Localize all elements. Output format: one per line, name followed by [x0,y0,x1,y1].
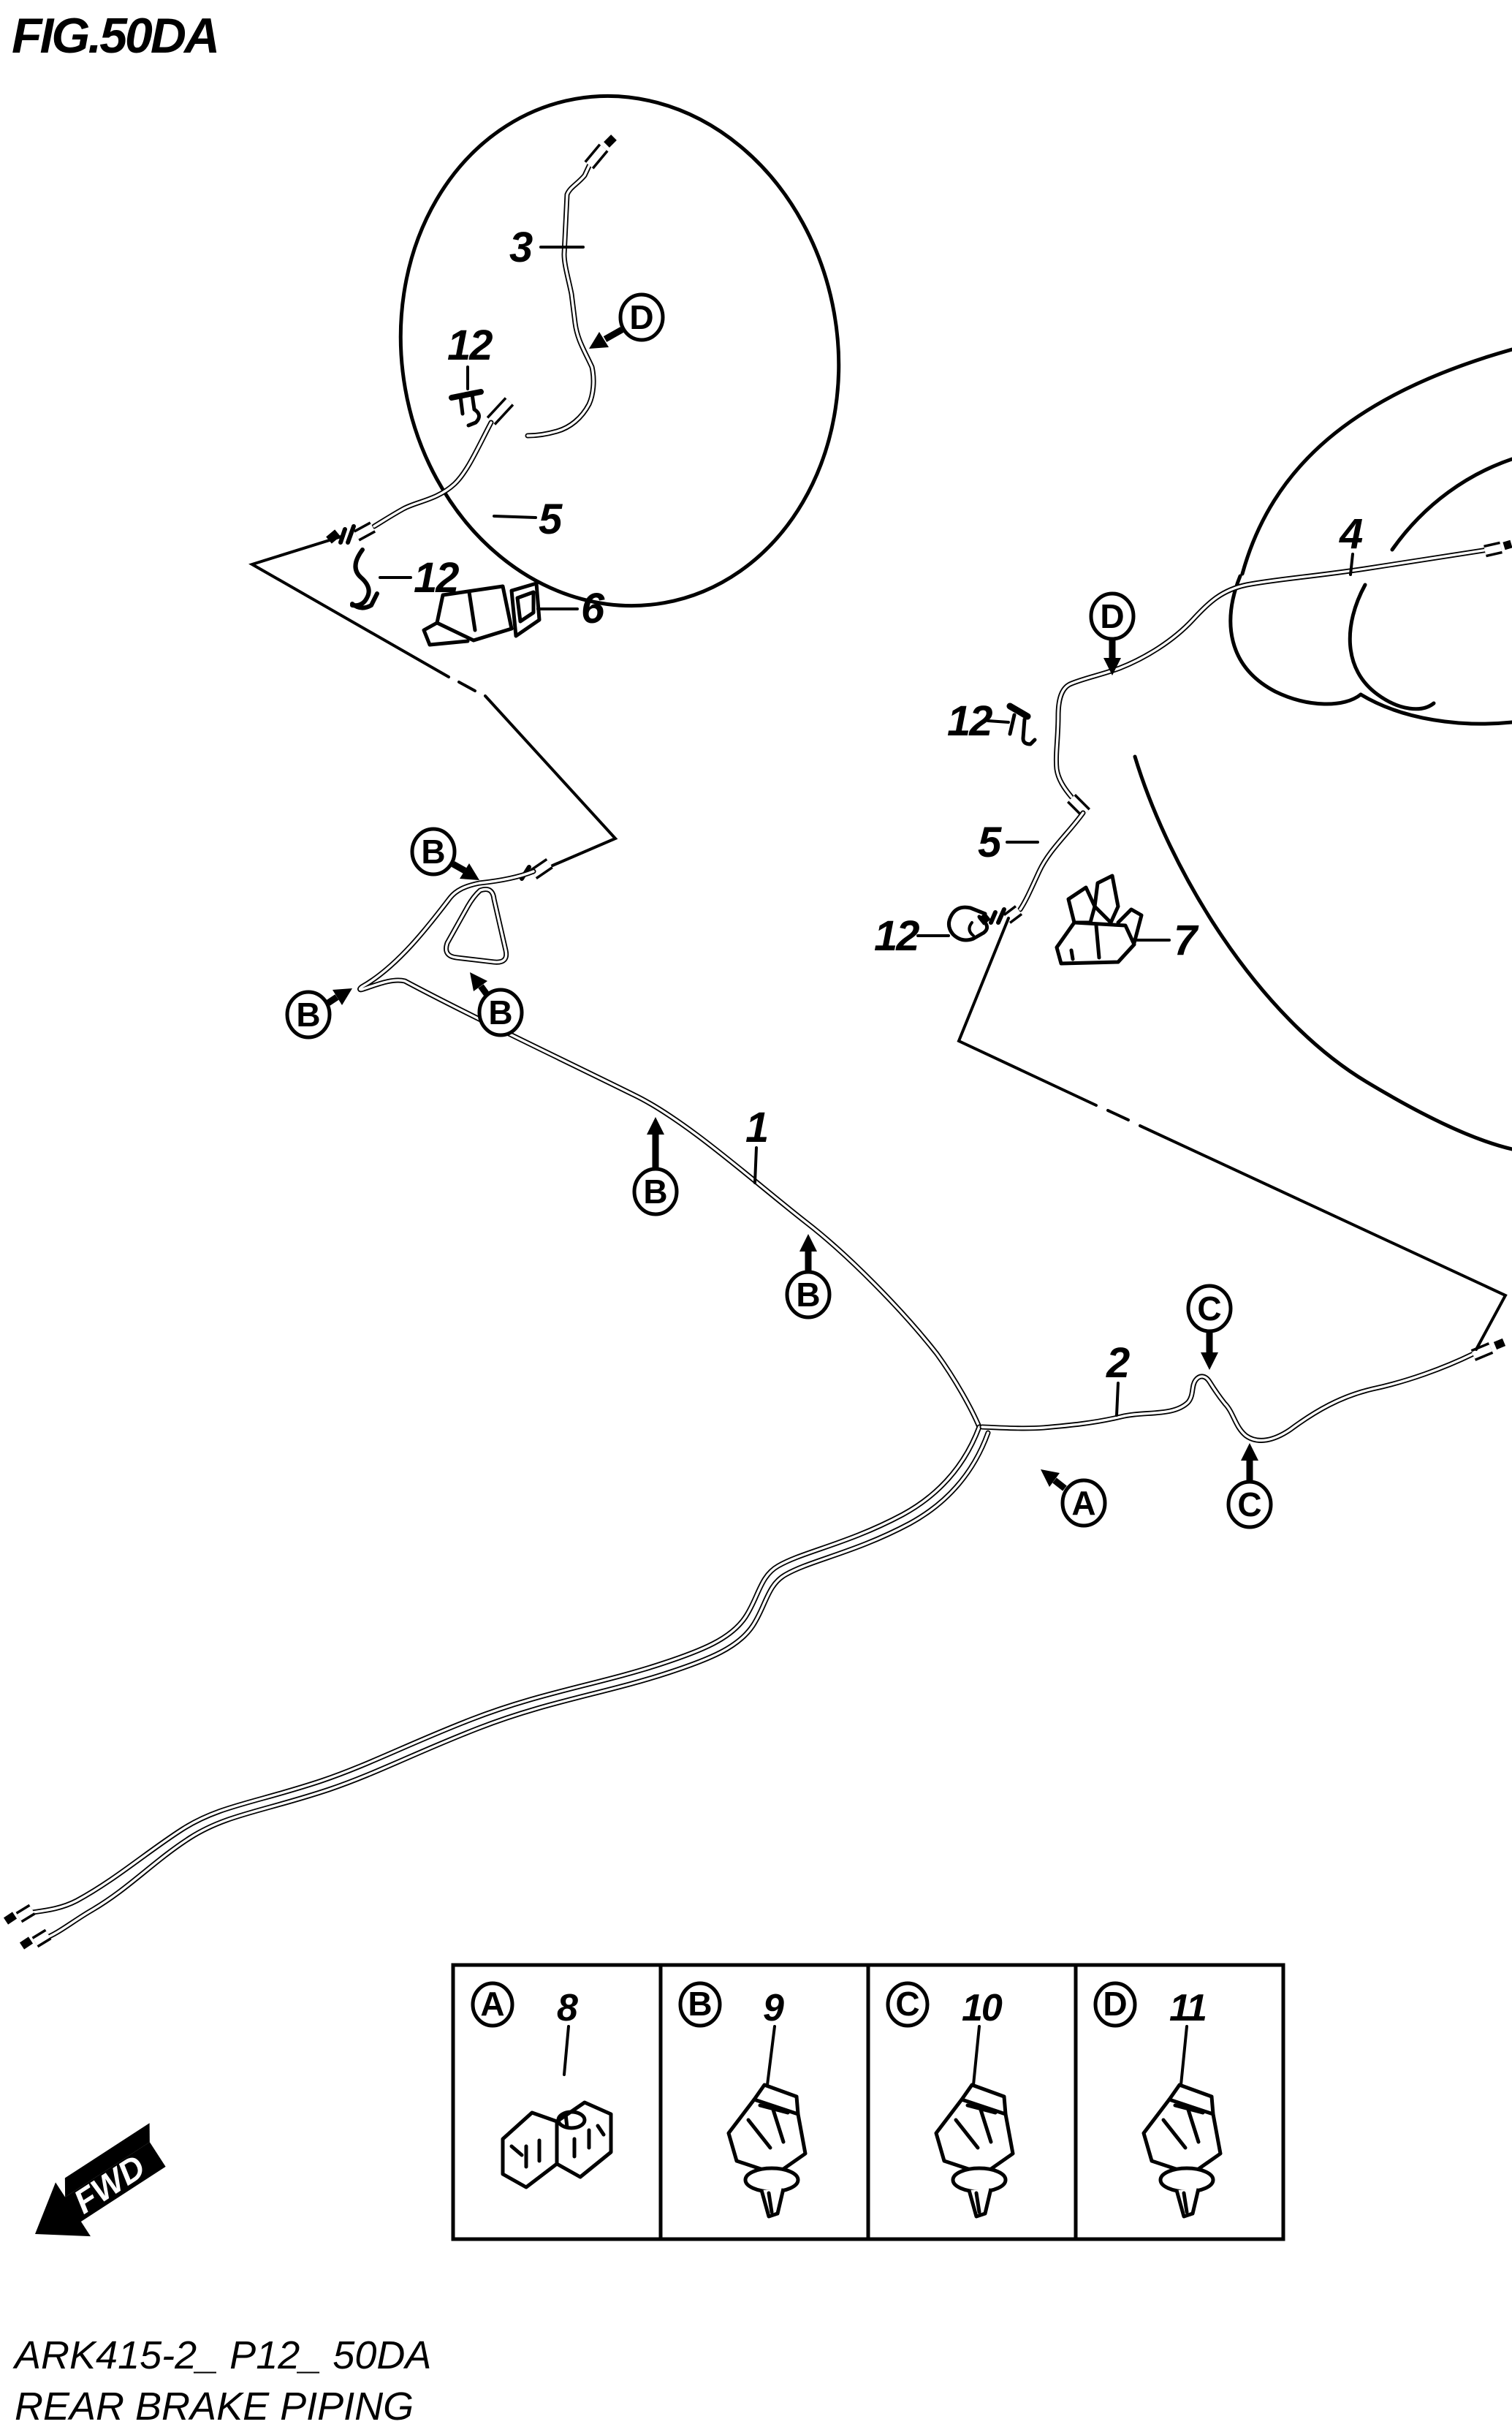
callout-letter-b-2: B [285,988,352,1040]
fwd-arrow: FWD [35,2123,166,2237]
callout-letter-c-1-text: C [1197,1290,1221,1328]
callout-letter-d-1: D [589,292,665,349]
leader-12-c [987,719,1010,724]
part-label-7: 7 [1174,917,1199,964]
wheel-right-outer-arc-2 [1390,457,1512,552]
wheel-left-outline [398,94,841,608]
part-label-4: 4 [1339,510,1363,558]
part-label-12-d: 12 [874,912,919,960]
legend-letter-d: D [1103,1985,1127,2023]
part-label-3: 3 [509,224,533,271]
left-wheel-group: 3 12 5 12 6 D [248,94,841,867]
callout-letter-b-5: B [785,1234,832,1319]
callout-letter-b-1-text: B [421,833,445,871]
clip-12-icon-c [1006,703,1037,746]
fwd-arrow-body [35,2142,166,2237]
right-wheel-group: 4 12 5 12 7 D [874,347,1512,1351]
legend-table: A 8 B 9 C 10 D 11 [451,1963,1285,2241]
leader-5-a [493,515,537,519]
part-6-bracket [422,581,542,647]
section-leader-left [248,534,618,867]
pipe-1-front-fitting [3,1904,36,1925]
wheel-right-rim-arc-1 [1228,574,1363,706]
part-label-12-b: 12 [414,554,459,602]
legend-part-11: 11 [1169,1987,1206,2029]
wheel-right-lower-arc [1133,754,1512,1151]
leader-2 [1115,1382,1120,1417]
legend-cell-b: B 9 [678,1981,805,2216]
legend-cell-a: A 8 [471,1981,611,2187]
legend-cell-c: C 10 [886,1981,1013,2216]
legend-part-8: 8 [557,1987,578,2029]
pipe-4-end-fitting [1483,539,1512,558]
callout-letter-b-3-text: B [488,993,512,1031]
part-7-bracket [1055,874,1144,966]
pipe-4 [1053,547,1491,800]
part-label-5-b: 5 [978,819,1002,866]
arrow-d-1-shaft [603,327,624,342]
pipe-2-front-fitting [19,1928,52,1950]
callout-letter-d-1-text: D [629,298,653,336]
leader-4 [1349,553,1354,576]
callout-letter-b-2-text: B [296,996,320,1034]
legend-part-10: 10 [962,1987,1003,2029]
clip-12-icon-d [947,905,989,942]
legend-part-9: 9 [763,1987,784,2029]
arrow-d-1-head [589,332,609,349]
pipe-2-group: 2 C C A [979,1284,1506,1529]
part-label-12-c: 12 [947,697,992,745]
callout-letter-b-3: B [470,972,524,1037]
legend-letter-b: B [688,1985,712,2023]
part-label-2: 2 [1106,1339,1130,1387]
main-pipe-1-group: 1 B B B B B [285,827,982,1430]
callout-letter-c-2-text: C [1237,1485,1261,1523]
pipe-3-top-fitting [584,135,617,170]
figure-title: FIG.50DA [12,8,218,64]
hose-5-right-threaded-fitting [978,905,1023,925]
part-label-5-a: 5 [539,496,563,543]
section-leader-right [957,917,1508,1351]
part-label-12-a: 12 [447,322,493,369]
part-label-6: 6 [581,585,605,632]
pipe-2-front-run [41,1430,991,1942]
pipe-1-front-run [25,1424,982,1916]
leader-1 [753,1146,758,1184]
callout-letter-c-2: C [1226,1443,1273,1529]
legend-letter-a: A [480,1985,504,2023]
callout-letter-b-5-text: B [796,1276,820,1314]
clip-12-icon-a [449,389,484,428]
hose-5-left-threaded-fitting [326,521,376,545]
callout-letter-c-1: C [1186,1284,1233,1370]
callout-letter-d-2-text: D [1100,597,1124,635]
pipe-1-loop [444,887,509,965]
footer-code: ARK415-2_ P12_ 50DA [12,2333,431,2377]
callout-letter-a-1: A [1041,1469,1107,1528]
callout-letter-a-1-text: A [1071,1484,1095,1522]
clip-12-icon-b [350,548,379,610]
wheel-right-rim-arc-2 [1348,583,1436,711]
footer-title: REAR BRAKE PIPING [15,2385,414,2427]
pipe-bundle-group [3,1424,991,1950]
callout-letter-b-4-text: B [643,1173,667,1211]
pipe-2-rear-fitting [1470,1338,1506,1361]
fwd-arrow-fold [64,2123,150,2197]
callout-letter-d-2: D [1089,591,1136,675]
wheel-right-bottom-edge [1359,692,1512,726]
part-label-1: 1 [745,1104,767,1151]
legend-letter-c: C [895,1985,919,2023]
callout-letter-b-4: B [632,1117,679,1216]
footer: ARK415-2_ P12_ 50DA REAR BRAKE PIPING [12,2333,431,2427]
legend-cell-d: D 11 [1093,1981,1220,2216]
hose-5-upper-fitting [486,397,514,425]
callout-letter-b-1: B [410,827,479,880]
pipe-3 [525,152,597,439]
wheel-right-outer-arc-1 [1240,347,1512,576]
